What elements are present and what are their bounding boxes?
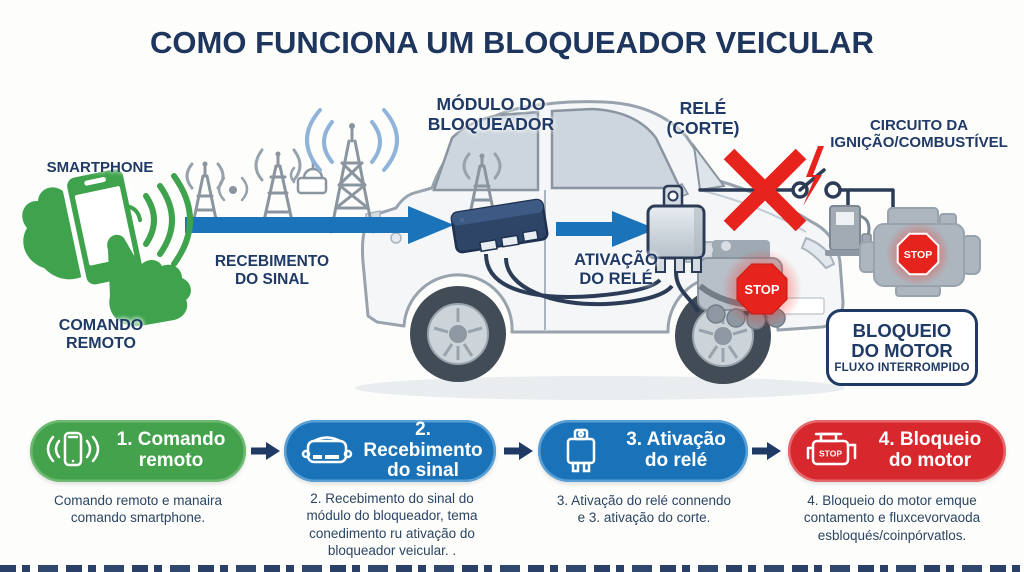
car-windshield — [692, 142, 726, 192]
car-shadow — [355, 376, 845, 400]
svg-text:STOP: STOP — [744, 282, 779, 297]
fuel-pump-icon — [825, 205, 872, 256]
circuito-label: CIRCUITO DA IGNIÇÃO/COMBUSTÍVEL — [830, 117, 1008, 152]
step-arrow-icon — [251, 442, 280, 460]
cell-tower-icon — [462, 152, 502, 216]
signal-waves-icon — [124, 173, 193, 267]
circuit-switch-icon — [698, 146, 895, 212]
engine-stop-icon: STOP — [806, 432, 857, 466]
signal-arrow — [185, 206, 454, 244]
car-rear-window — [432, 110, 540, 192]
step-1-caption: Comando remoto e manaira comando smartph… — [53, 493, 223, 526]
cell-tower-icon — [254, 148, 302, 232]
footer-clipped-text — [0, 565, 1024, 572]
step-2-pill: 2. Recebimento do sinal — [284, 418, 496, 482]
stop-sign-icon: STOP — [886, 222, 950, 286]
ativacao-label: ATIVAÇÃO DO RELÉ — [574, 251, 658, 288]
recebimento-label: RECEBIMENTO DO SINAL — [214, 253, 330, 288]
relay-icon — [566, 428, 596, 473]
svg-text:STOP: STOP — [904, 249, 932, 261]
rele-label: RELÉ (CORTE) — [666, 98, 740, 138]
step-3-caption: 3. Ativação do relé connendo e 3. ativaç… — [556, 493, 732, 526]
car-illustration — [361, 100, 845, 384]
cell-tower-icon — [305, 108, 399, 234]
red-x-icon — [723, 148, 807, 232]
step-1-label: 1. Comando remoto — [116, 429, 226, 471]
step-2-label: 2. Recebimento do sinal — [363, 418, 483, 482]
smartphone-label: SMARTPHONE — [46, 159, 154, 176]
step-4-pill: STOP 4. Bloqueio do motor — [788, 420, 1006, 482]
signal-dot-icon — [217, 176, 249, 202]
modulo-label: MÓDULO DO BLOQUEADOR — [427, 94, 555, 134]
bloqueio-motor-title: BLOQUEIO DO MOTOR — [851, 320, 953, 361]
activation-arrow — [556, 211, 656, 247]
step-1-pill: 1. Comando remoto — [30, 420, 246, 482]
smartphone-hands-icon — [22, 164, 193, 327]
step-arrow-icon — [504, 442, 533, 460]
blocker-module-icon — [450, 198, 549, 254]
module-icon — [301, 436, 353, 464]
gps-device-icon — [289, 159, 328, 195]
stop-sign-icon: STOP — [722, 249, 802, 329]
step-4-label: 4. Bloqueio do motor — [878, 429, 982, 471]
step-arrow-icon — [752, 442, 781, 460]
smartphone-waves-icon — [46, 431, 100, 467]
svg-text:STOP: STOP — [819, 449, 842, 459]
rear-wheel — [410, 286, 506, 382]
step-4-caption: 4. Bloqueio do motor emque contamento e … — [803, 493, 981, 543]
page-title: COMO FUNCIONA UM BLOQUEADOR VEICULAR — [150, 25, 874, 60]
step-3-pill: 3. Ativação do relé — [538, 420, 748, 482]
step-2-caption: 2. Recebimento do sinal do módulo do blo… — [306, 491, 478, 558]
bloqueio-motor-box: BLOQUEIO DO MOTOR FLUXO INTERROMPIDO — [826, 309, 978, 386]
right-hand — [107, 234, 191, 327]
car-headlight — [800, 236, 836, 270]
module-wiring — [484, 253, 700, 313]
step-3-label: 3. Ativação do relé — [626, 429, 726, 471]
fluxo-interrompido-label: FLUXO INTERROMPIDO — [834, 361, 970, 374]
car-front-window — [550, 107, 682, 190]
comando-remoto-label: COMANDO REMOTO — [58, 317, 144, 353]
relay-icon — [646, 184, 706, 273]
